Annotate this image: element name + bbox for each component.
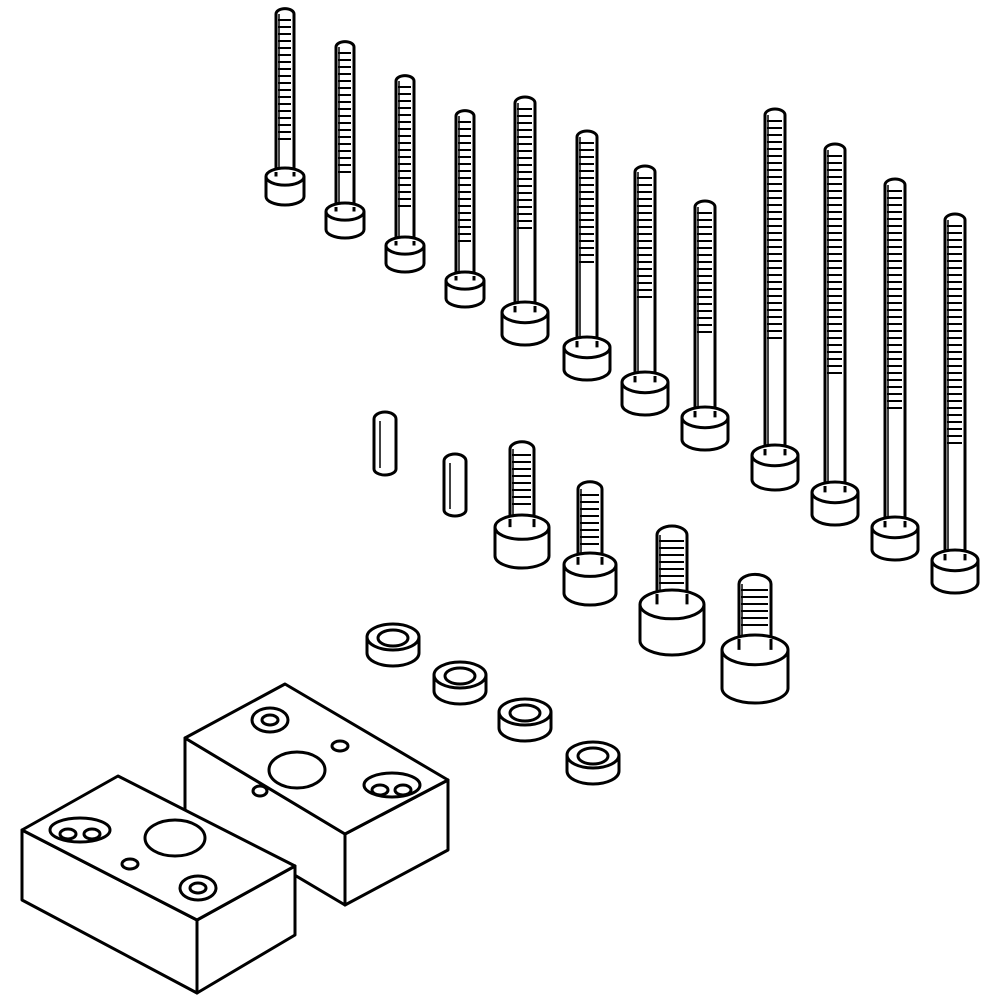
screw (500, 95, 550, 347)
dowel-pin (372, 410, 398, 477)
screw-neck (823, 486, 847, 493)
block-hole (188, 881, 208, 895)
block-hole (48, 816, 112, 844)
screw-neck (763, 449, 787, 456)
nut-hole (376, 628, 410, 648)
screw (930, 212, 980, 595)
screw-head-top (384, 235, 426, 256)
screw-neck (575, 341, 599, 348)
screw-neck (513, 306, 537, 313)
mounting-block-front (20, 774, 297, 995)
screw-head-top (750, 443, 800, 468)
screw-head-top (562, 335, 612, 360)
screw (444, 109, 486, 309)
pin-body (372, 410, 398, 477)
screw-shaft (576, 480, 604, 557)
screw-shaft (883, 177, 907, 521)
nut (497, 697, 553, 743)
screw-shaft (575, 129, 599, 341)
nuts (365, 622, 621, 786)
screw-neck (737, 639, 773, 650)
dowel-pins (372, 410, 468, 518)
nut (365, 622, 421, 668)
screw-shaft (655, 524, 689, 594)
screw (750, 107, 800, 492)
screw-shaft (823, 142, 847, 486)
screw-neck (576, 557, 604, 565)
screw (264, 7, 306, 207)
screw-shaft (513, 95, 537, 306)
screw-neck (394, 241, 416, 246)
nut-hole (508, 703, 542, 723)
block-hole (267, 750, 327, 790)
screw-head-top (264, 166, 306, 187)
screw-head-top (870, 515, 920, 540)
screw-neck (508, 519, 536, 528)
screw (638, 524, 706, 657)
screw-head-top (810, 480, 860, 505)
screw-neck (633, 376, 657, 383)
screw-head-top (562, 551, 618, 578)
screw-shaft (943, 212, 967, 554)
block-hole (393, 783, 413, 797)
screw-head-top (324, 201, 366, 222)
screw-head-top (620, 370, 670, 395)
nut (565, 740, 621, 786)
block-hole (251, 784, 269, 798)
screw-shaft (633, 164, 657, 376)
dowel-pin (442, 452, 468, 518)
mounting-blocks (20, 682, 450, 995)
screw (384, 74, 426, 274)
screw-neck (943, 554, 967, 561)
nut (432, 660, 488, 706)
block-hole (120, 857, 140, 871)
screw (680, 199, 730, 452)
screw (324, 40, 366, 240)
screw-neck (693, 411, 717, 418)
screw (720, 572, 790, 705)
mounting-block-back (183, 682, 450, 907)
screw-head-top (930, 548, 980, 573)
block-hole (58, 827, 78, 841)
block-hole (82, 827, 102, 841)
screw-neck (883, 521, 907, 528)
nut-hole (576, 746, 610, 766)
screw (870, 177, 920, 562)
screws (264, 7, 980, 705)
screw (620, 164, 670, 417)
screw (810, 142, 860, 527)
screw-neck (454, 276, 476, 281)
screw-neck (274, 172, 296, 177)
screw-head-top (720, 633, 790, 667)
screw-shaft (763, 107, 787, 449)
block-hole (143, 818, 207, 858)
block-hole (330, 739, 350, 753)
block-hole (370, 783, 390, 797)
screw (562, 129, 612, 382)
screw-neck (334, 207, 356, 212)
screw-shaft (737, 572, 773, 639)
screw-head-top (444, 270, 486, 291)
screw-shaft (693, 199, 717, 411)
screw-head-top (638, 588, 706, 621)
nut-hole (443, 666, 477, 686)
screw-neck (655, 594, 689, 605)
screw-head-top (500, 300, 550, 325)
screw (562, 480, 618, 607)
pin-body (442, 452, 468, 518)
block-hole (260, 713, 280, 727)
screw (493, 440, 551, 570)
screw-head-top (680, 405, 730, 430)
screw-head-top (493, 513, 551, 541)
